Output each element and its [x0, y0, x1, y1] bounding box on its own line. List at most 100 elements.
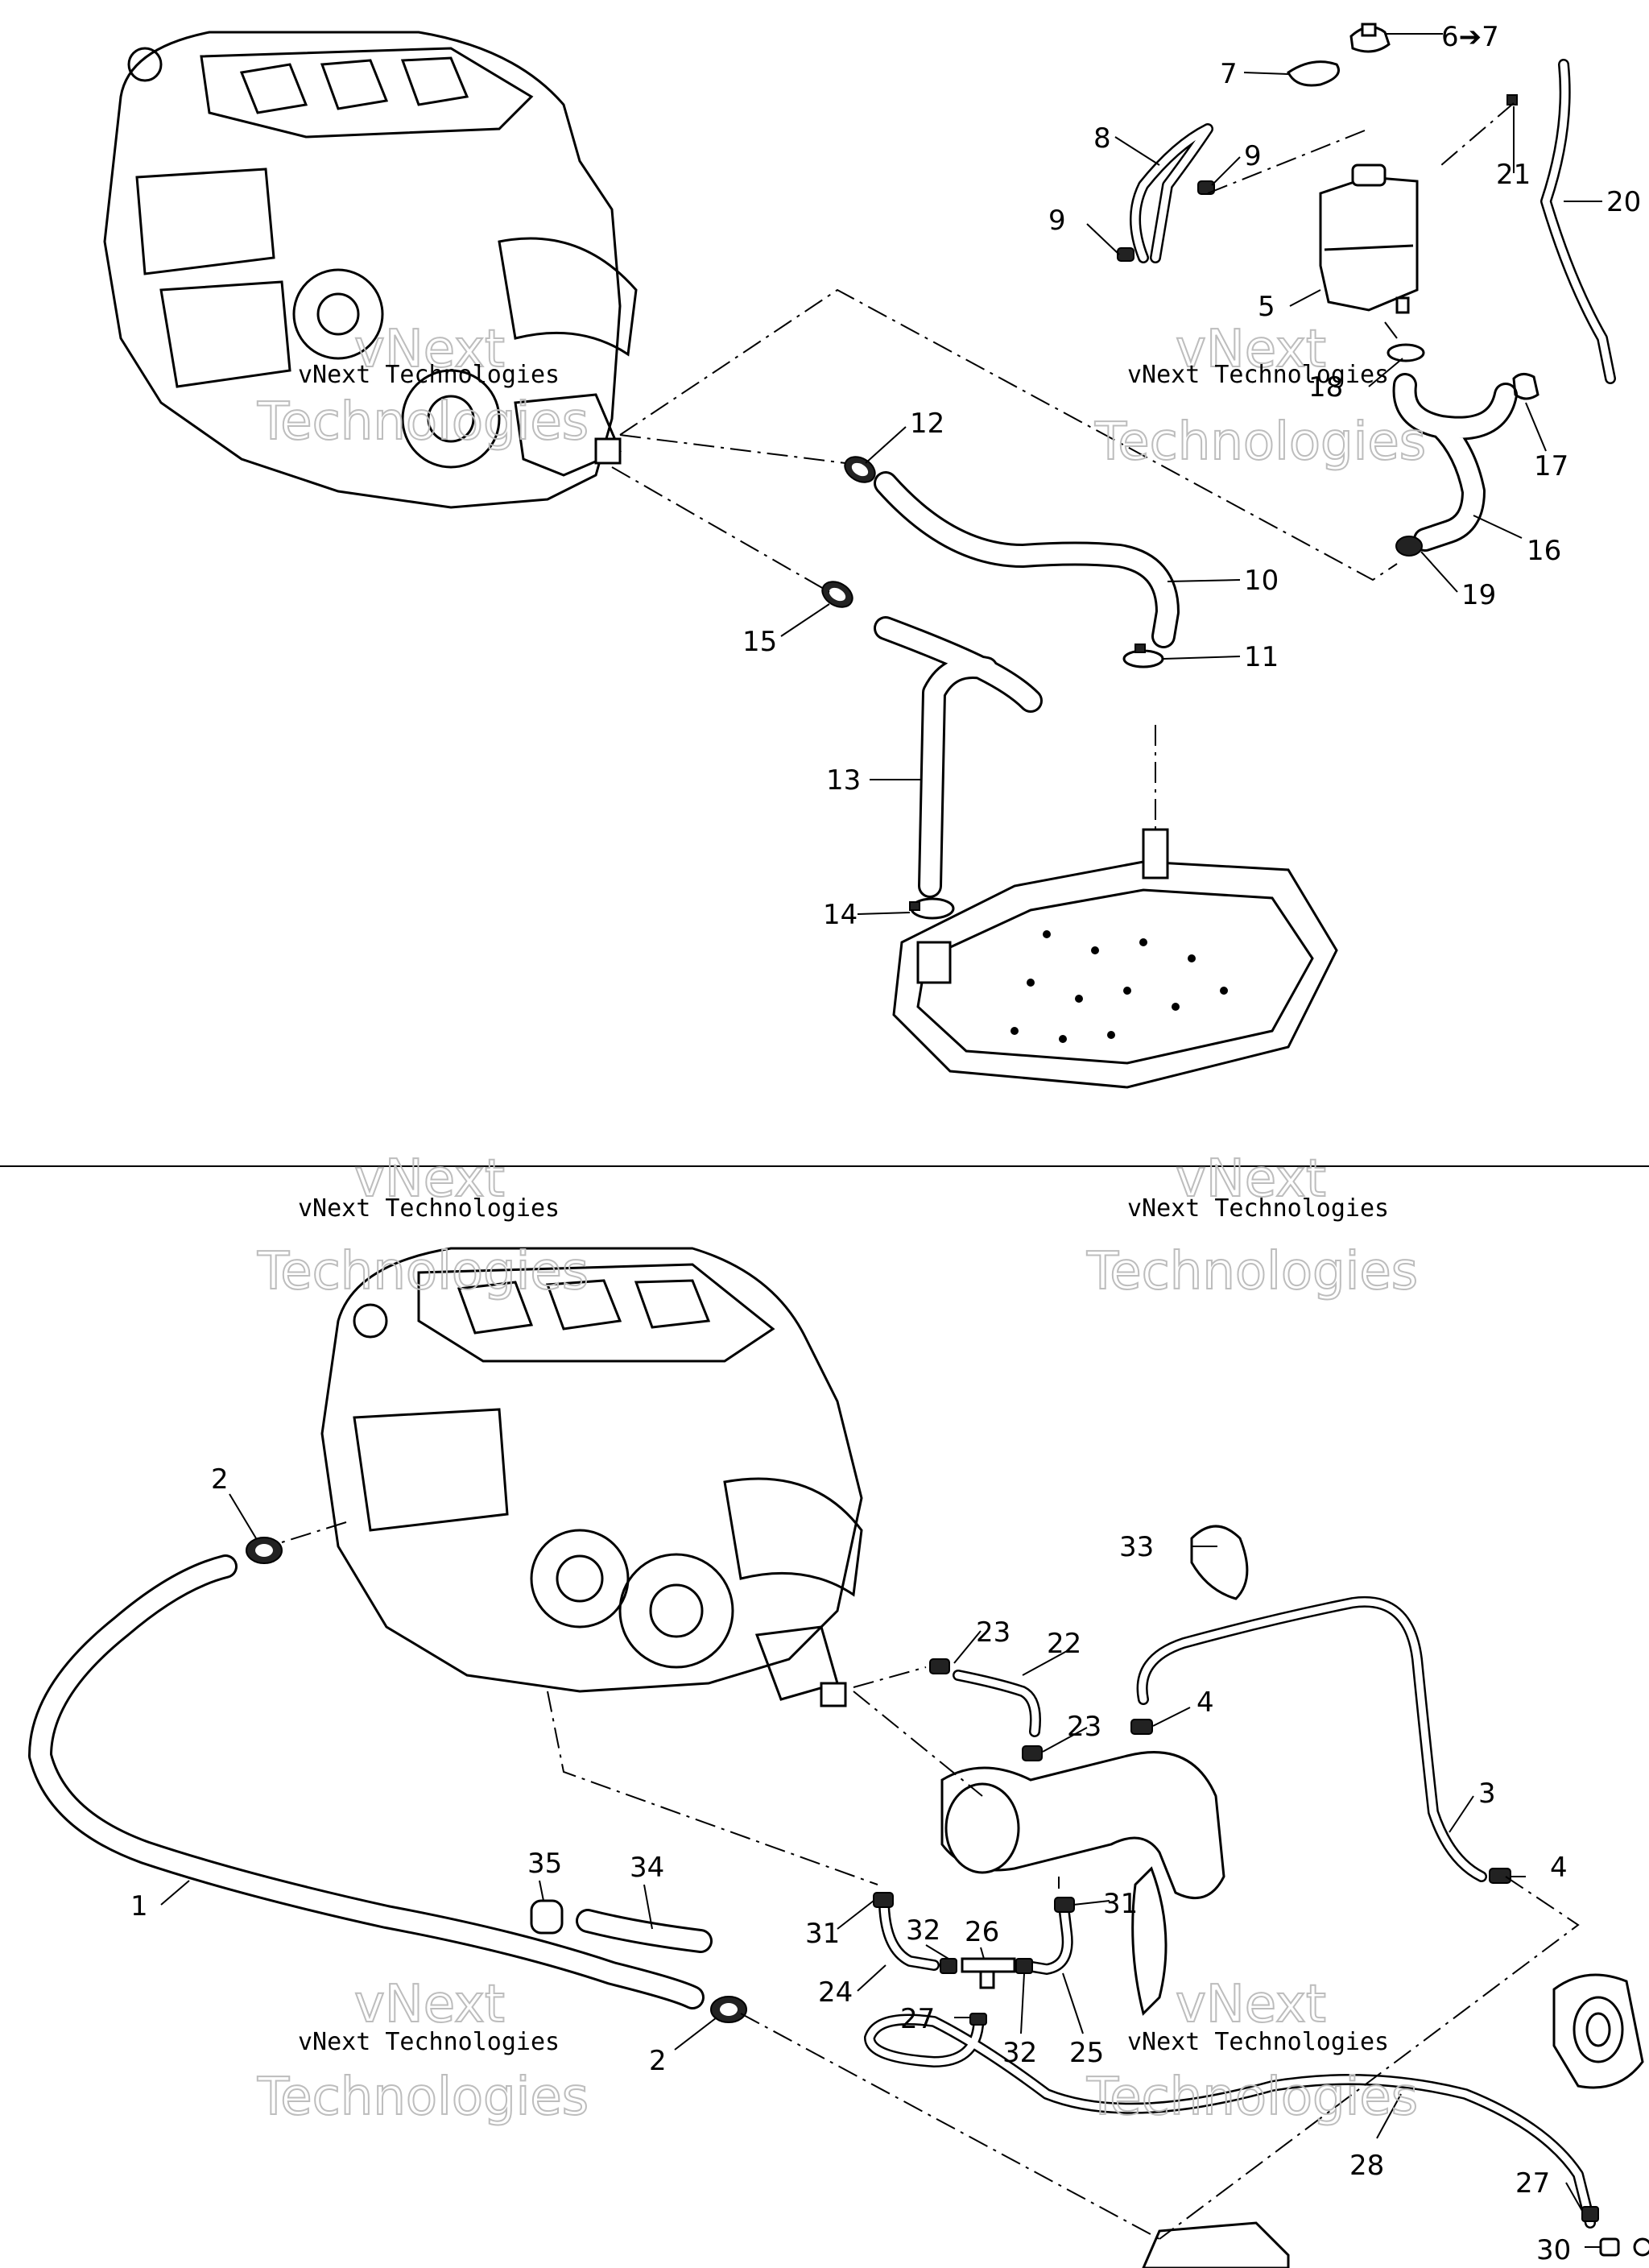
- callout-7: 7: [1220, 58, 1238, 90]
- expansion-tank-5: [1319, 163, 1419, 314]
- plug-21: [1506, 94, 1518, 106]
- bottom-bracket: [1142, 2221, 1290, 2268]
- callout-34: 34: [630, 1852, 664, 1884]
- clamp-18: [1387, 343, 1425, 362]
- bottom-reference-lines: [281, 1521, 1580, 2240]
- sleeve-35: [530, 1899, 564, 1935]
- callout-labels: 1 2 2 3 4 4 5 6➔7 7 8 9 9 10 11 12 13 14…: [130, 21, 1641, 2266]
- callout-31-left: 31: [805, 1918, 840, 1950]
- hose-16: [1392, 373, 1518, 552]
- watermark-company-b: vNext Technologies: [1127, 361, 1389, 389]
- callout-33: 33: [1119, 1531, 1154, 1563]
- callout-18: 18: [1308, 371, 1343, 404]
- callout-2-lower: 2: [649, 2045, 667, 2077]
- watermark-company-f: vNext Technologies: [1127, 2028, 1389, 2056]
- clamp-9-upper: [1197, 180, 1215, 195]
- watermark-line1-d: vNext: [1176, 1149, 1326, 1209]
- watermark-line1-c: vNext: [354, 1149, 505, 1209]
- clamp-9-lower: [1117, 247, 1134, 262]
- heat-exchanger-bottom: [940, 1751, 1225, 2016]
- hose-25: [1017, 1907, 1073, 1975]
- callout-5: 5: [1258, 291, 1275, 323]
- leader-lines: [160, 33, 1602, 2248]
- watermark-top: vNext Technologies vNext Technologies vN…: [256, 319, 1427, 473]
- watermark-line2-a: Technologies: [257, 392, 589, 452]
- callout-25: 25: [1069, 2037, 1104, 2069]
- clamp-2-upper: [246, 1537, 283, 1564]
- watermark-line2-e: Technologies: [257, 2067, 589, 2127]
- clamp-17: [1512, 373, 1539, 400]
- watermark-line2-f: Technologies: [1086, 2067, 1418, 2127]
- callout-9-upper: 9: [1244, 140, 1262, 172]
- callout-4-lower: 4: [1550, 1852, 1568, 1884]
- callout-27-upper: 27: [900, 2003, 935, 2035]
- hose-3: [1136, 1595, 1487, 1882]
- clip-27-lower: [1581, 2206, 1599, 2222]
- callout-21: 21: [1496, 159, 1531, 191]
- hose-1: [28, 1554, 705, 2009]
- watermark-line2-d: Technologies: [1086, 1242, 1418, 1302]
- clamp-19: [1395, 536, 1423, 557]
- callout-24: 24: [818, 1976, 853, 2009]
- hose-28: [864, 2013, 1596, 2229]
- callout-16: 16: [1527, 535, 1561, 567]
- watermark-line1-a: vNext: [354, 320, 505, 379]
- clamp-2-lower: [710, 1996, 747, 2023]
- gasket-33: [1190, 1525, 1249, 1600]
- callout-26: 26: [965, 1916, 999, 1948]
- clip-27-upper: [969, 2013, 987, 2026]
- callout-9-lower: 9: [1048, 205, 1066, 237]
- tube-20: [1540, 59, 1616, 384]
- clamp-31-left: [873, 1892, 894, 1908]
- engine-top: [103, 31, 638, 509]
- callout-4-upper: 4: [1196, 1687, 1214, 1719]
- hose-24: [878, 1899, 940, 1971]
- callout-22: 22: [1047, 1628, 1081, 1660]
- callout-20: 20: [1606, 186, 1641, 218]
- watermark-bottom: vNext Technologies vNext Technologies vN…: [256, 1148, 1419, 2128]
- clamp-14: [909, 897, 955, 920]
- callout-14: 14: [823, 899, 858, 931]
- watermark-company-e: vNext Technologies: [298, 2028, 560, 2056]
- hose-8: [1130, 123, 1213, 263]
- fitting-32-left: [940, 1958, 957, 1974]
- callout-3: 3: [1478, 1778, 1496, 1810]
- callout-11: 11: [1244, 641, 1279, 673]
- clamp-4-lower: [1489, 1868, 1511, 1884]
- callout-31-right: 31: [1103, 1888, 1138, 1920]
- callout-23-upper: 23: [976, 1616, 1010, 1649]
- callout-15: 15: [742, 626, 777, 658]
- clamp-23-upper: [929, 1658, 950, 1674]
- clamp-12: [844, 456, 876, 483]
- callout-8: 8: [1093, 122, 1111, 155]
- callout-13: 13: [826, 764, 861, 797]
- cap-6: [1349, 23, 1391, 53]
- watermark-company-c: vNext Technologies: [298, 1194, 560, 1223]
- intercooler-top: [892, 828, 1338, 1089]
- watermark-line2-c: Technologies: [257, 1242, 589, 1302]
- gasket-7: [1287, 60, 1340, 87]
- callout-6-7: 6➔7: [1441, 21, 1499, 53]
- engine-bottom: [320, 1247, 863, 1707]
- watermark-company-d: vNext Technologies: [1127, 1194, 1389, 1223]
- callout-19: 19: [1461, 579, 1496, 611]
- watermark-line1-f: vNext: [1176, 1975, 1326, 2034]
- watermark-company-a: vNext Technologies: [298, 361, 560, 389]
- callout-35: 35: [527, 1848, 562, 1880]
- clamp-23-lower: [1022, 1745, 1043, 1761]
- callout-17: 17: [1534, 450, 1568, 482]
- clamp-15: [821, 581, 853, 608]
- pump-housing: [1552, 1973, 1644, 2089]
- callout-2-upper: 2: [211, 1463, 229, 1496]
- callout-1: 1: [130, 1890, 148, 1922]
- tee-fitting-26: [961, 1957, 1016, 1989]
- top-reference-lines: [611, 102, 1515, 830]
- callout-23-lower: 23: [1067, 1711, 1101, 1743]
- clamp-4-upper: [1130, 1719, 1153, 1735]
- callout-27-lower: 27: [1515, 2167, 1550, 2200]
- hose-10: [874, 471, 1180, 648]
- callout-10: 10: [1244, 565, 1279, 597]
- hose-22: [953, 1670, 1041, 1737]
- clamp-11: [1122, 644, 1164, 668]
